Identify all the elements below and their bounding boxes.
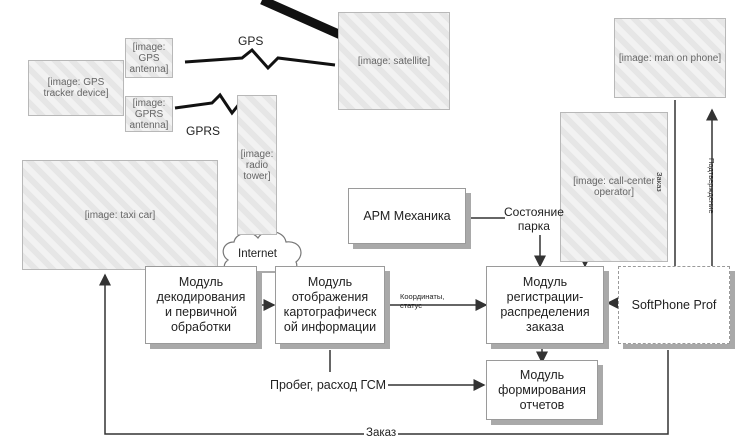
arm-mechanic-box: АРМ Механика [348, 188, 466, 244]
display-module-box: Модуль отображения картографическ ой инф… [275, 266, 385, 344]
softphone-box: SoftPhone Prof [618, 266, 730, 344]
gprs-label: GPRS [186, 124, 221, 138]
mileage-label: Пробег, расход ГСМ [270, 378, 387, 392]
gps-antenna-image: [image: GPS antenna] [125, 38, 173, 78]
order-label: Заказ [364, 427, 399, 439]
tower-image: [image: radio tower] [237, 95, 277, 235]
confirm-vertical-label: Подтверждение [707, 158, 716, 214]
reports-module-box: Модуль формирования отчетов [486, 360, 598, 420]
operator-image: [image: call-center operator] [560, 112, 668, 262]
order-vertical-label: Заказ [655, 172, 664, 192]
registration-module-box: Модуль регистрации- распределения заказа [486, 266, 604, 344]
decode-module-box: Модуль декодирования и первичной обработ… [145, 266, 257, 344]
gprs-antenna-image: [image: GPRS antenna] [125, 96, 173, 132]
internet-label: Internet [238, 248, 277, 260]
satellite-image: [image: satellite] [338, 12, 450, 110]
park-state-label: Состояние парка [504, 205, 564, 233]
coords-label: Координаты, статус [400, 292, 445, 310]
man-phone-image: [image: man on phone] [614, 18, 726, 98]
diagonal-bar [260, 0, 354, 45]
tracker-image: [image: GPS tracker device] [28, 60, 124, 116]
gps-label: GPS [238, 34, 264, 48]
gps-signal [184, 47, 336, 71]
taxi-image: [image: taxi car] [22, 160, 218, 270]
